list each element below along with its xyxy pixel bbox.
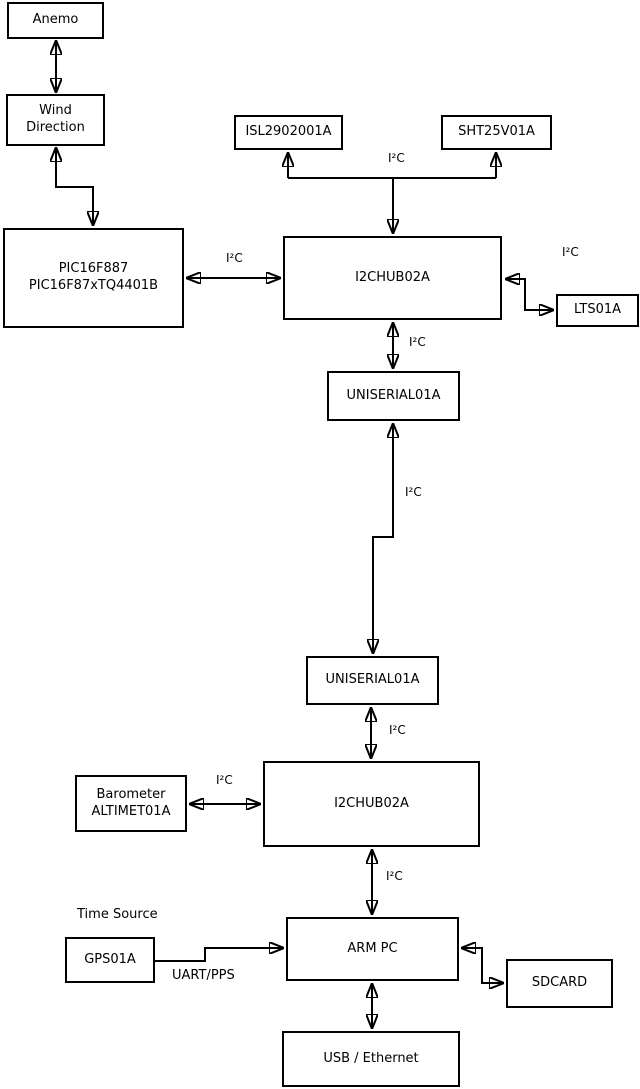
edge-hub1-lts [506,279,553,310]
node-barometer-altimet01a: Barometer ALTIMET01A [75,775,187,832]
edge-uniserial1-uniserial2 [373,424,393,653]
node-usb-ethernet: USB / Ethernet [282,1031,460,1087]
node-i2chub02a-2: I2CHUB02A [263,761,480,847]
node-arm-pc: ARM PC [286,917,459,981]
node-uniserial01a-2: UNISERIAL01A [306,656,439,705]
edge-label-time-source: Time Source [77,907,158,922]
node-anemo: Anemo [7,2,104,39]
node-wind-direction: Wind Direction [6,94,105,146]
edge-label-uart-pps: UART/PPS [172,968,235,983]
edge-label-i2c-sensor-bus: I²C [388,151,405,165]
node-gps01a: GPS01A [65,937,155,983]
node-pic16f887: PIC16F887 PIC16F87xTQ4401B [3,228,184,328]
node-sdcard: SDCARD [506,959,613,1008]
node-lts01a: LTS01A [556,294,639,327]
edge-label-i2c-pic-hub1: I²C [226,251,243,265]
node-uniserial01a-1: UNISERIAL01A [327,371,460,421]
node-sht25v01a: SHT25V01A [441,115,552,150]
node-i2chub02a-1: I2CHUB02A [283,236,502,320]
edge-armpc-sdcard [462,948,503,983]
edge-wind-pic [56,148,93,225]
edge-label-i2c-uniserial2-hub2: I²C [389,723,406,737]
edge-label-i2c-uniserial-link: I²C [405,485,422,499]
edge-label-i2c-hub1-lts: I²C [562,245,579,259]
edge-label-i2c-barometer-hub2: I²C [216,773,233,787]
edge-gps-armpc [155,948,283,962]
edge-label-i2c-hub1-uniserial1: I²C [409,335,426,349]
edge-label-i2c-hub2-armpc: I²C [386,869,403,883]
node-isl2902001a: ISL2902001A [234,115,343,150]
